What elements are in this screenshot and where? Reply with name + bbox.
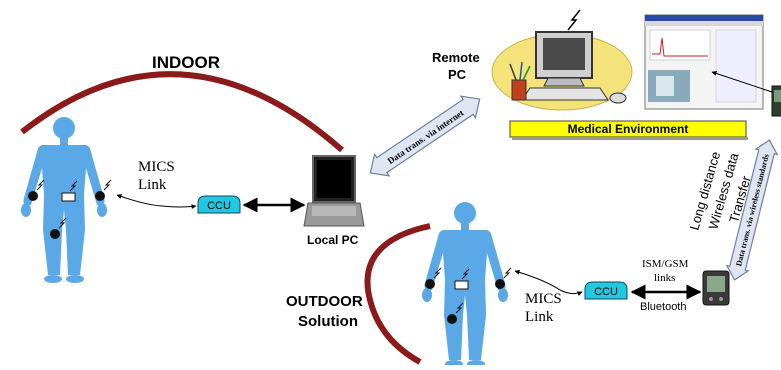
outdoor-arc [364, 223, 431, 365]
mics-link-indoor-arrow [116, 194, 197, 210]
indoor-label: INDOOR [152, 53, 220, 72]
mics-link-outdoor-arrow [514, 269, 583, 296]
internet-link-label: Data trans. via internet [386, 108, 466, 166]
screenshot-pointer-arrow [711, 71, 773, 93]
mics-link-outdoor-label-2: Link [525, 309, 554, 325]
sensor-icon [28, 179, 112, 239]
mics-link-indoor-label: MICS [138, 159, 175, 175]
medical-environment-label: Medical Environment [568, 122, 689, 136]
mics-link-outdoor-label: MICS [525, 291, 562, 307]
pda-icon [771, 85, 781, 117]
mics-link-indoor-label-2: Link [138, 177, 167, 193]
sensor-icon [425, 267, 512, 324]
ccu-outdoor-box [584, 281, 628, 300]
ccu-outdoor-label: CCU [594, 286, 618, 298]
outdoor-label-2: Solution [298, 313, 358, 330]
ism-gsm-label: ISM/GSM [642, 258, 689, 270]
ccu-indoor-box [197, 195, 241, 214]
remote-pc-label-2: PC [448, 67, 467, 82]
ism-gsm-label-2: links [654, 272, 675, 284]
bluetooth-label: Bluetooth [640, 301, 686, 313]
desktop-pc-icon [491, 9, 633, 111]
pda-icon [702, 270, 730, 306]
local-pc-label: Local PC [307, 233, 359, 247]
indoor-arc [20, 71, 344, 153]
monitor-screenshot-icon [644, 14, 764, 110]
outdoor-label: OUTDOOR [286, 293, 363, 310]
remote-pc-label: Remote [432, 50, 480, 65]
laptop-icon [303, 155, 365, 227]
ccu-indoor-label: CCU [207, 200, 231, 212]
internet-link-arrow: Data trans. via internet [369, 95, 481, 177]
